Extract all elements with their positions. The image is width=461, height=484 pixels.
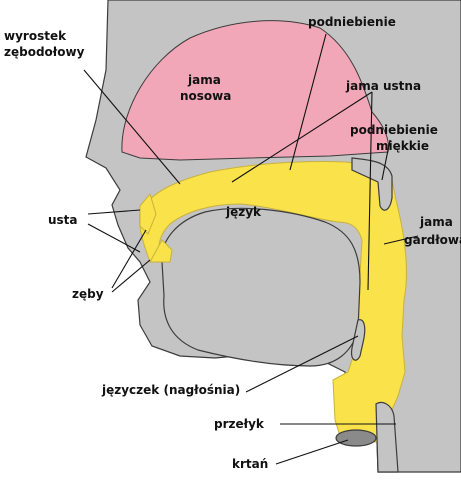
label-larynx: krtań — [232, 457, 268, 471]
label-teeth: zęby — [72, 287, 104, 301]
larynx-opening — [336, 430, 376, 446]
label-soft-palate-line1: podniebienie — [350, 123, 438, 137]
label-soft-palate-line2: miękkie — [376, 139, 429, 153]
label-oral-cavity: jama ustna — [345, 79, 421, 93]
label-alveolar-ridge-line2: zębodołowy — [4, 45, 85, 59]
leader-teeth-2 — [112, 260, 150, 292]
label-lips: usta — [48, 213, 78, 227]
label-palate: podniebienie — [308, 15, 396, 29]
label-alveolar-ridge-line1: wyrostek — [4, 29, 67, 43]
label-pharynx-line1: jama — [419, 215, 453, 229]
tongue — [162, 208, 360, 366]
leader-larynx — [276, 440, 348, 464]
label-pharynx-line2: gardłowa — [404, 233, 461, 247]
label-esophagus: przełyk — [214, 417, 265, 431]
label-epiglottis: języczek (nagłośnia) — [101, 383, 240, 397]
label-tongue: język — [225, 205, 262, 219]
label-nasal-cavity-line1: jama — [187, 73, 221, 87]
label-nasal-cavity-line2: nosowa — [180, 89, 231, 103]
